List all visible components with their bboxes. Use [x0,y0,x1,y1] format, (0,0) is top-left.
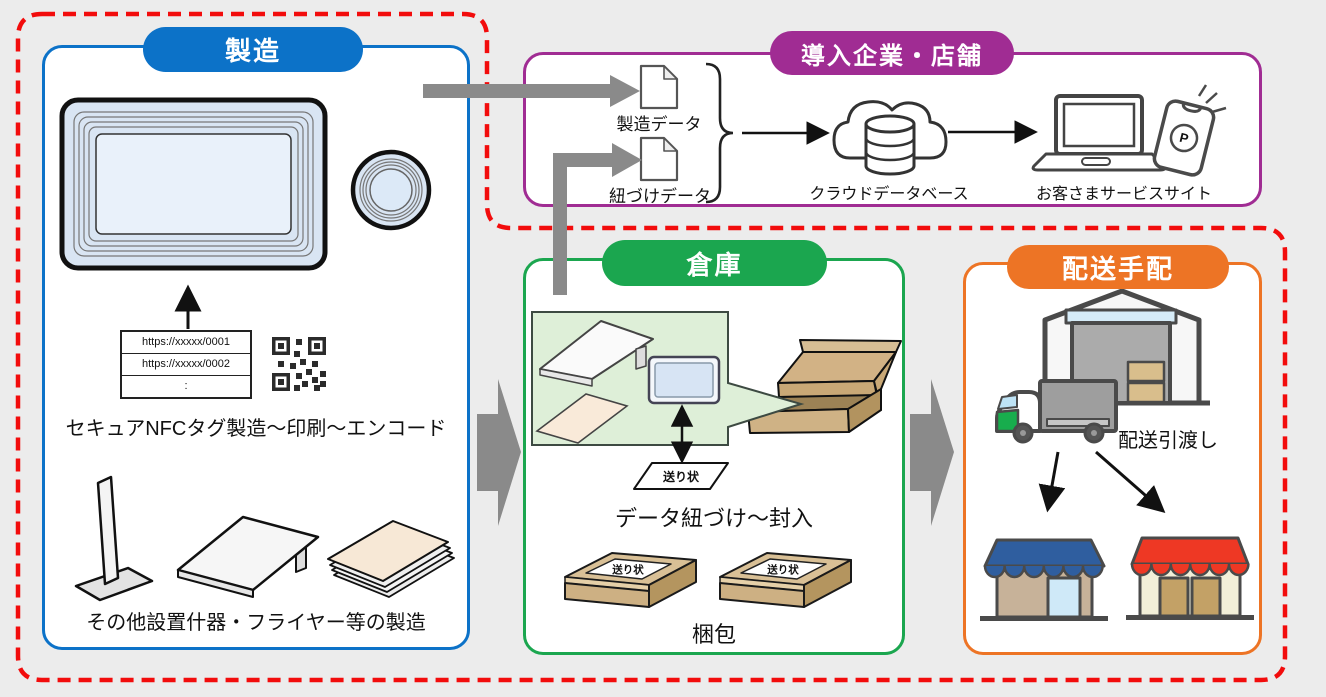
manufacturing-pill: 製造 [143,27,363,72]
flow-arrow-to-delivery [910,379,954,526]
url-item: : [184,380,188,392]
warehouse-pill: 倉庫 [602,240,827,286]
delivery-section [963,262,1262,655]
doc-linking-label: 紐づけデータ [609,187,711,206]
fixtures-caption: その他設置什器・フライヤー等の製造 [86,612,426,634]
manufacturing-section [42,45,470,650]
delivery-pill: 配送手配 [1007,245,1229,289]
client-pill: 導入企業・店舗 [770,31,1014,75]
link-caption: データ紐づけ～封入 [614,506,813,531]
warehouse-section [523,258,905,655]
nfc-caption: セキュアNFCタグ製造～印刷～エンコード [65,418,447,440]
handover-label: 配送引渡し [1118,430,1218,452]
flow-arrow-to-warehouse [477,379,521,526]
pack-caption: 梱包 [691,622,736,647]
service-label: お客さまサービスサイト [1035,186,1212,203]
url-item: https://xxxxx/0001 [122,332,250,354]
url-list: https://xxxxx/0001 https://xxxxx/0002 : [120,330,252,399]
url-item: https://xxxxx/0002 [122,354,250,376]
cloud-label: クラウドデータベース [809,186,969,203]
doc-manufacturing-label: 製造データ [616,115,702,134]
